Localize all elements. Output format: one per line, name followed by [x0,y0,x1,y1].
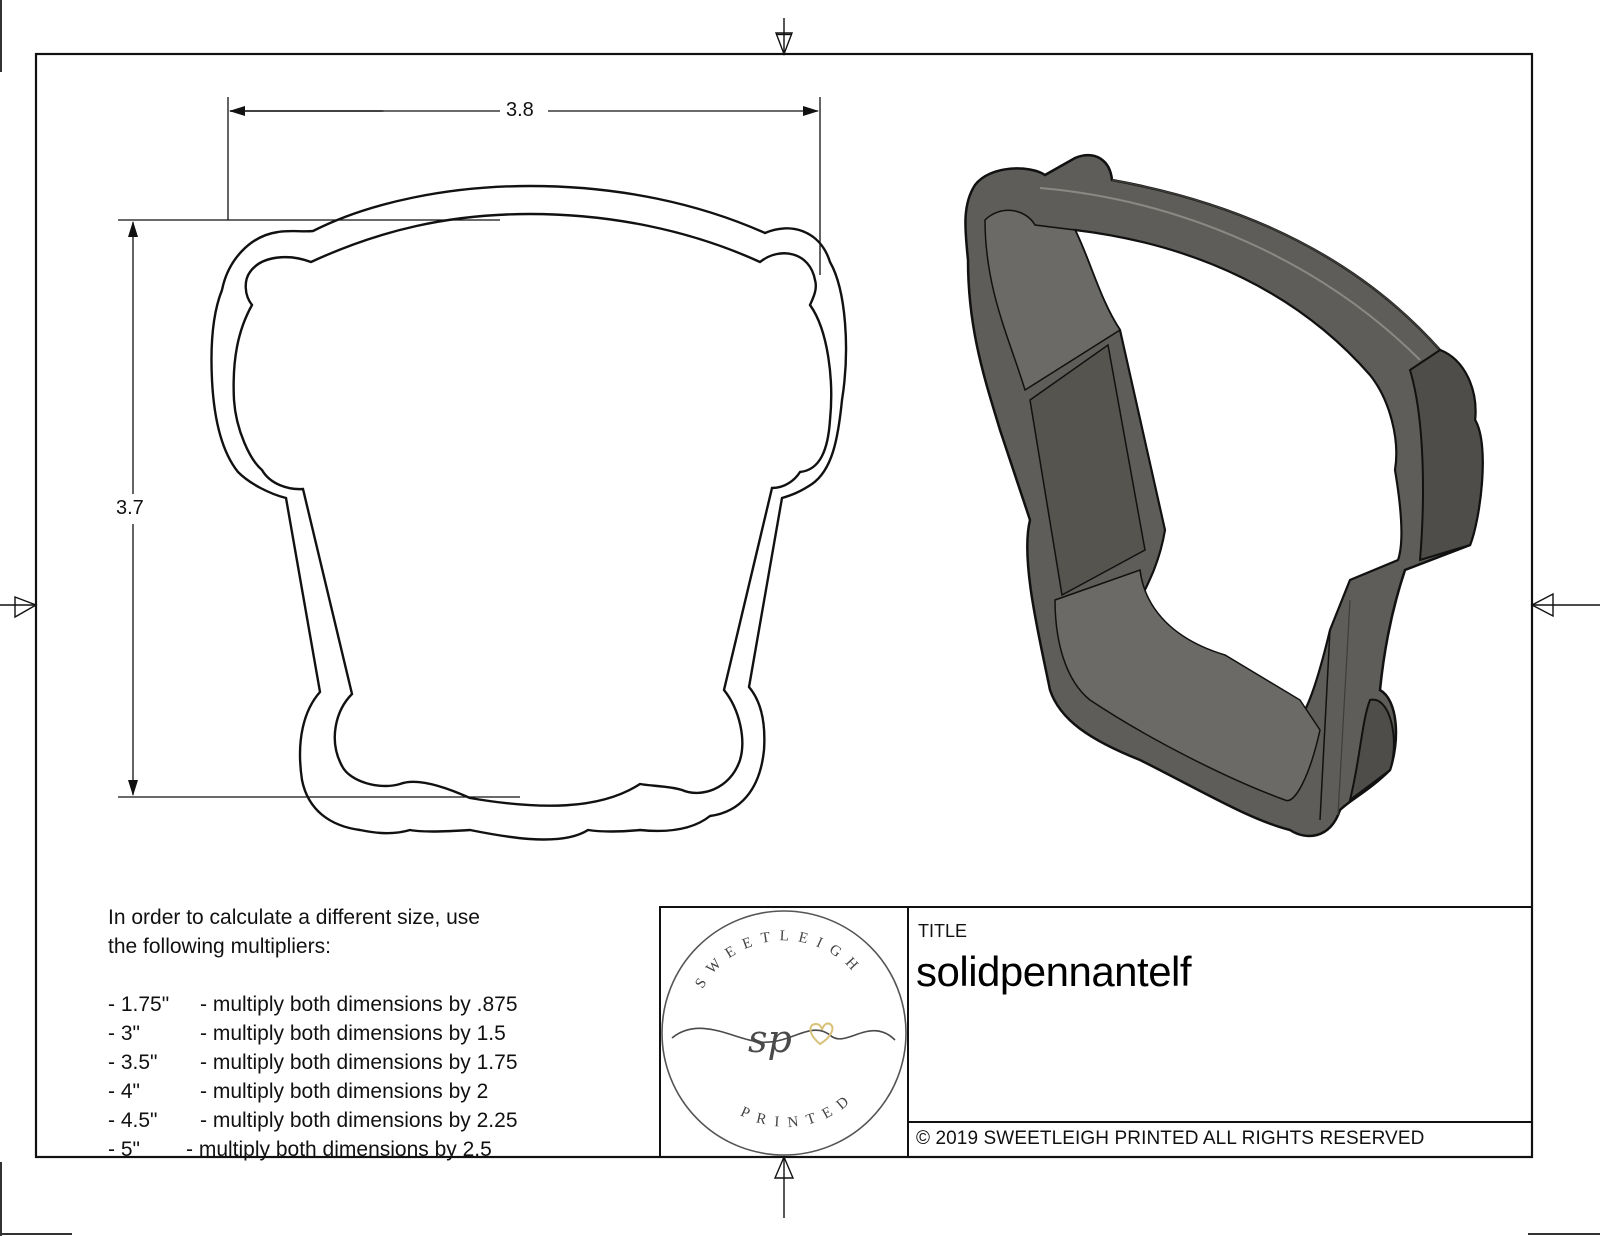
cutter-isometric-3d [964,154,1484,838]
multiplier-text: - multiply both dimensions by 2.25 [200,1109,518,1132]
dimension-width [227,97,821,275]
title-label: TITLE [918,921,968,941]
multiplier-size: - 3.5" [108,1051,158,1074]
multiplier-row: - 4" - multiply both dimensions by 2 [108,1077,518,1106]
registration-mark-top [774,18,794,56]
registration-mark-right [1530,592,1600,618]
cutter-outline-outer [210,184,848,841]
multiplier-row: - 1.75" - multiply both dimensions by .87… [108,990,518,1019]
logo-top-text: SWEETLEIGH [692,928,867,991]
logo-flourish [671,1027,896,1043]
logo-bottom-text: PRINTED [738,1088,859,1131]
copyright-notice: © 2019 SWEETLEIGH PRINTED ALL RIGHTS RES… [916,1128,1425,1149]
logo-circle [661,910,907,1156]
title-value: solidpennantelf [916,948,1192,995]
title-block [659,906,1533,1158]
logo-monogram: sp [748,1017,792,1061]
multiplier-text: - multiply both dimensions by .875 [200,993,518,1016]
multiplier-size: - 3" [108,1022,140,1045]
multiplier-size: - 1.75" [108,993,170,1016]
dimension-height-label: 3.7 [112,497,148,520]
dimension-width-label: 3.8 [502,99,538,122]
heart-icon [809,1022,834,1046]
registration-mark-bottom [773,1155,795,1218]
notes-intro-line: the following multipliers: [108,935,331,958]
multiplier-row: - 5" - multiply both dimensions by 2.5 [108,1135,518,1164]
sweetleigh-logo: SWEETLEIGH PRINTED sp [661,910,907,1156]
multiplier-size: - 5" [108,1138,140,1161]
multiplier-size: - 4" [108,1080,140,1103]
multiplier-text: - multiply both dimensions by 1.75 [200,1051,518,1074]
multiplier-text: - multiply both dimensions by 2 [200,1080,489,1103]
notes-intro: In order to calculate a different size, … [108,903,518,961]
dimension-height [118,219,520,798]
multiplier-row: - 3.5" - multiply both dimensions by 1.75 [108,1048,518,1077]
multiplier-row: - 3" - multiply both dimensions by 1.5 [108,1019,518,1048]
size-multiplier-notes: In order to calculate a different size, … [108,903,518,1164]
multiplier-text: - multiply both dimensions by 1.5 [200,1022,506,1045]
registration-mark-left [0,595,38,619]
multiplier-text: - multiply both dimensions by 2.5 [186,1138,492,1161]
multiplier-row: - 4.5" - multiply both dimensions by 2.25 [108,1106,518,1135]
cutter-outline-inner [232,212,833,807]
notes-intro-line: In order to calculate a different size, … [108,906,480,929]
multiplier-size: - 4.5" [108,1109,158,1132]
